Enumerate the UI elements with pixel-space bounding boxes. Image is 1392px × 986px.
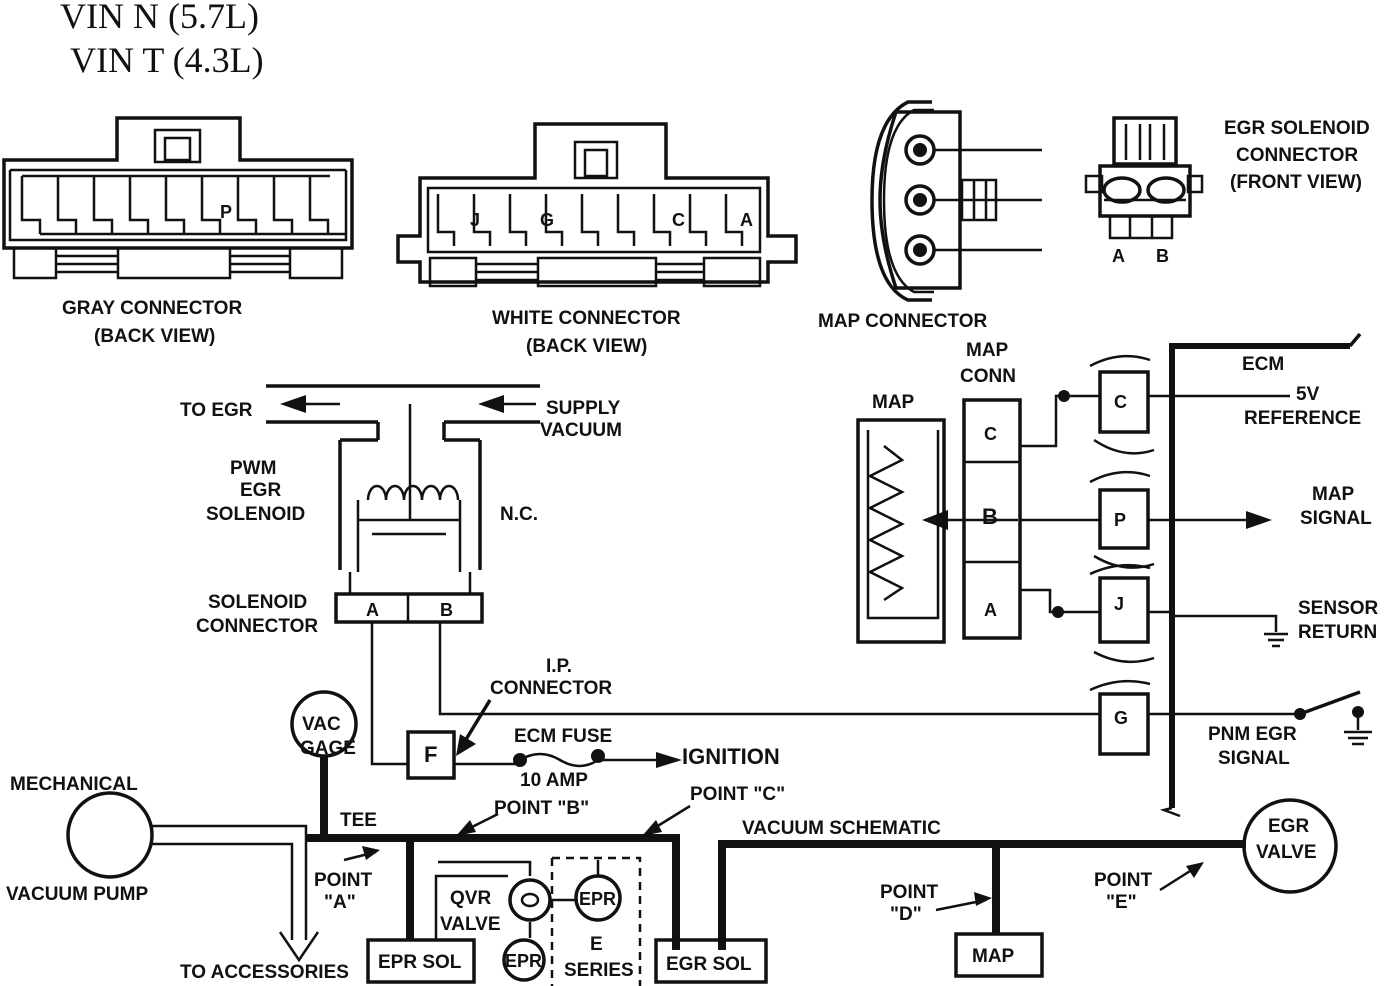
supply-vacuum-label: SUPPLY [546,398,621,419]
point-b-label: POINT "B" [494,798,589,819]
egr-solenoid-connector-pin-a: A [1112,246,1125,266]
ecm-pin-j: J [1114,594,1124,614]
epr-valve-lower-label: EPR [505,951,542,971]
e-series-label-2: SERIES [564,960,634,981]
gray-connector [2,116,354,280]
mechanical-label: MECHANICAL [10,774,138,795]
ecm-fuse-rating: 10 AMP [520,770,588,791]
tee-label: TEE [340,810,377,831]
normally-closed-label: N.C. [500,504,538,525]
map-box-label: MAP [972,946,1015,967]
point-e-label: POINT [1094,870,1152,891]
egr-sol-label: EGR SOL [666,954,752,975]
five-volt-reference-label-2: REFERENCE [1244,408,1361,429]
gray-connector-sublabel: (BACK VIEW) [94,326,215,347]
pwm-egr-solenoid-label-2: EGR [240,480,281,501]
qvr-valve-label: QVR [450,888,491,909]
epr-valve-label: EPR [579,889,616,909]
pwm-egr-solenoid [266,384,540,624]
map-connector-label: MAP CONNECTOR [818,311,988,332]
egr-solenoid-connector-view: (FRONT VIEW) [1230,172,1362,193]
map-connector [870,100,1042,302]
title-vin-t: VIN T (4.3L) [70,40,264,80]
ip-connector-label: I.P. [546,656,572,677]
map-signal-label: MAP [1312,484,1355,505]
point-c-label: POINT "C" [690,784,785,805]
map-conn [962,390,1100,640]
to-accessories-label: TO ACCESSORIES [180,962,349,983]
white-connector-pin-g: G [540,210,554,230]
pnm-egr-signal-label-2: SIGNAL [1218,748,1290,769]
sensor-return-label: SENSOR [1298,598,1379,619]
ip-connector-pin-f: F [424,742,437,767]
gray-connector-label: GRAY CONNECTOR [62,298,242,319]
vacuum-schematic-label: VACUUM SCHEMATIC [742,818,941,839]
qvr-valve-label-2: VALVE [440,914,501,935]
ecm-pin-c: C [1114,392,1127,412]
e-series-label: E [590,934,603,955]
ecm [1089,332,1372,818]
vac-gage-label: VAC [302,714,341,735]
map-conn-pin-c: C [984,424,997,444]
egr-valve-label: EGR [1268,816,1309,837]
point-a-label-2: "A" [324,892,356,913]
white-connector-pin-j: J [470,210,480,230]
vacuum-lines [66,690,1338,986]
map-conn-pin-b: B [982,504,998,529]
solenoid-pin-b: B [440,600,453,620]
ecm-fuse-label: ECM FUSE [514,726,612,747]
sensor-return-label-2: RETURN [1298,622,1377,643]
point-d-label-2: "D" [890,904,922,925]
map-signal-label-2: SIGNAL [1300,508,1372,529]
pwm-egr-solenoid-label-3: SOLENOID [206,504,305,525]
vacuum-pump-label: VACUUM PUMP [6,884,148,905]
map-conn-pin-a: A [984,600,997,620]
ignition-label: IGNITION [682,744,780,769]
egr-solenoid-connector-label-2: CONNECTOR [1236,145,1358,166]
egr-valve-label-2: VALVE [1256,842,1317,863]
map-sensor-label: MAP [872,392,915,413]
map-conn-label: MAP [966,340,1009,361]
ecm-pin-p: P [1114,510,1126,530]
epr-sol-label: EPR SOL [378,952,462,973]
to-egr-label: TO EGR [180,400,253,421]
white-connector-label: WHITE CONNECTOR [492,308,681,329]
white-connector [396,122,798,288]
title-vin-n: VIN N (5.7L) [60,0,259,36]
map-conn-label-2: CONN [960,366,1016,387]
egr-solenoid-connector-pin-b: B [1156,246,1169,266]
point-e-label-2: "E" [1106,892,1137,913]
point-a-label: POINT [314,870,372,891]
white-connector-sublabel: (BACK VIEW) [526,336,647,357]
white-connector-pin-c: C [672,210,685,230]
five-volt-reference-label: 5V [1296,384,1320,405]
ecm-label: ECM [1242,354,1284,375]
egr-solenoid-connector-label: EGR SOLENOID [1224,118,1370,139]
map-sensor [856,418,1018,644]
pnm-egr-signal-label: PNM EGR [1208,724,1297,745]
gray-connector-pin-p: P [220,202,232,222]
solenoid-connector-label-2: CONNECTOR [196,616,318,637]
point-d-label: POINT [880,882,938,903]
white-connector-pin-a: A [740,210,753,230]
solenoid-pin-a: A [366,600,379,620]
ecm-pin-g: G [1114,708,1128,728]
vac-gage-label-2: GAGE [300,738,356,759]
solenoid-connector-label: SOLENOID [208,592,307,613]
pwm-egr-solenoid-label: PWM [230,458,276,479]
solenoid-wires [370,622,1100,780]
supply-vacuum-label-2: VACUUM [540,420,622,441]
egr-solenoid-connector [1084,116,1204,240]
ip-connector-label-2: CONNECTOR [490,678,612,699]
